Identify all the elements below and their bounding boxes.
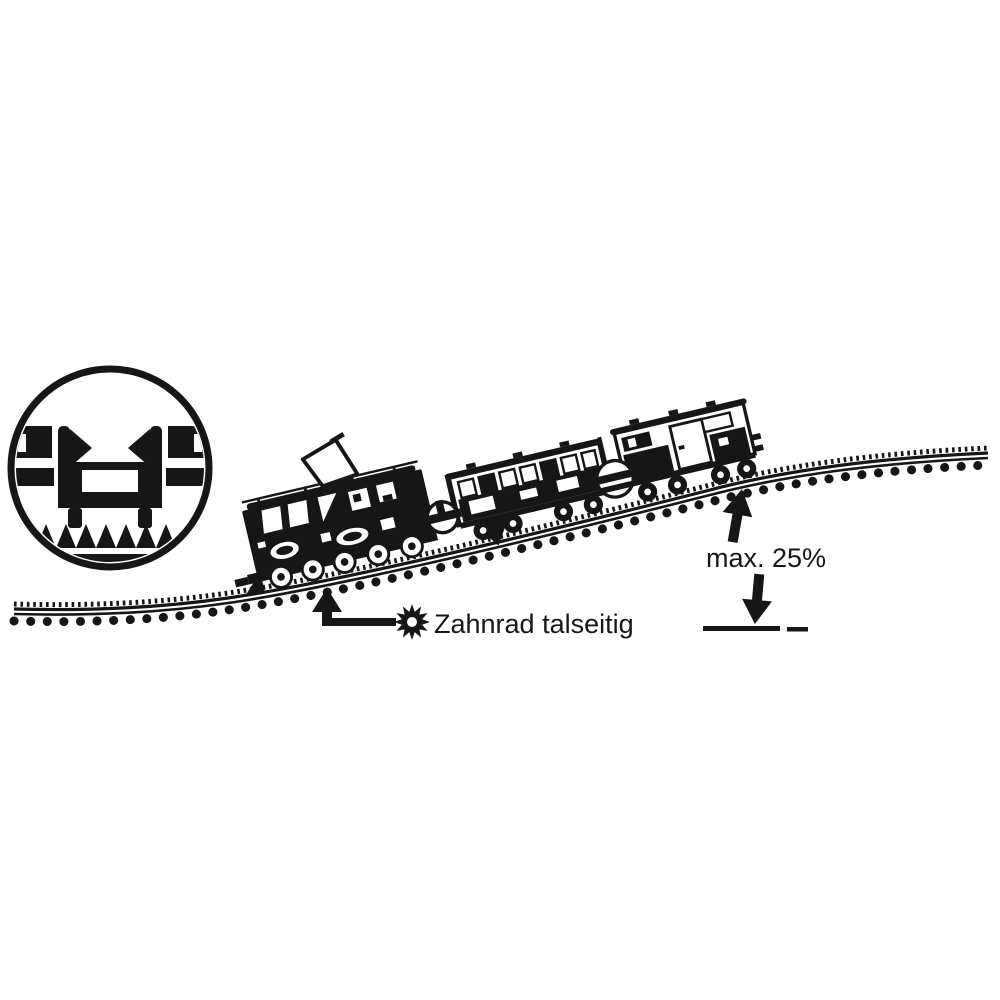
arrow-right-icon (58, 426, 70, 470)
rack-callout: Zahnrad talseitig (312, 588, 634, 640)
inset-rack-insert-leg (68, 508, 82, 528)
arrow-left-icon (150, 426, 162, 470)
arrow-right-icon (70, 429, 92, 467)
train-on-incline (234, 398, 764, 596)
arrow-down-icon (742, 573, 772, 624)
max-gradient-label: max. 25% (706, 543, 826, 573)
callout-arrow-shaft (322, 609, 332, 623)
rack-callout-label: Zahnrad talseitig (434, 609, 634, 639)
gradient-baseline (703, 626, 780, 631)
coupling-detail-circle (594, 458, 636, 499)
gradient-baseline (787, 627, 808, 632)
passenger-car-windows (456, 448, 600, 500)
loco-window (261, 506, 283, 534)
inset-rail-base-right (166, 468, 204, 486)
boxcar-buffer (750, 432, 762, 441)
loco-window (287, 499, 309, 528)
inset-rack-teeth (16, 524, 196, 548)
max-gradient-annotation: max. 25% (703, 489, 826, 632)
electric-locomotive (234, 432, 439, 596)
loco-wheels (269, 534, 424, 589)
rack-rail-cross-section-inset (7, 365, 213, 571)
callout-leader-line (322, 618, 396, 626)
passenger-car-roof (444, 438, 603, 480)
boxcar-window (700, 411, 735, 434)
coupling-detail-circle (424, 499, 463, 535)
boxcar-right-panel (709, 426, 752, 464)
cogwheel-icon (394, 604, 430, 640)
boxcar-roof (609, 398, 747, 435)
loco-vent-triangle (317, 492, 337, 522)
boxcar-left-panel (623, 444, 675, 484)
inset-rack-insert-leg (138, 508, 152, 528)
arrow-up-icon (312, 588, 342, 612)
boxcar-buffer (753, 444, 764, 453)
arrow-up-icon (722, 489, 753, 544)
passenger-car-wheels (473, 495, 604, 541)
loco-cowcatcher (245, 571, 265, 596)
pantograph-base (322, 477, 352, 490)
passenger-car (444, 436, 614, 546)
pantograph-contact (329, 432, 345, 445)
loco-front-buffer (234, 576, 250, 588)
inset-rack-baseplate (30, 554, 190, 562)
boxcar-wheels (638, 459, 757, 502)
boxcar (609, 398, 764, 502)
arrow-left-icon (128, 429, 150, 467)
inset-rail-base-left (16, 468, 54, 486)
boxcar-window-panel (621, 431, 653, 452)
